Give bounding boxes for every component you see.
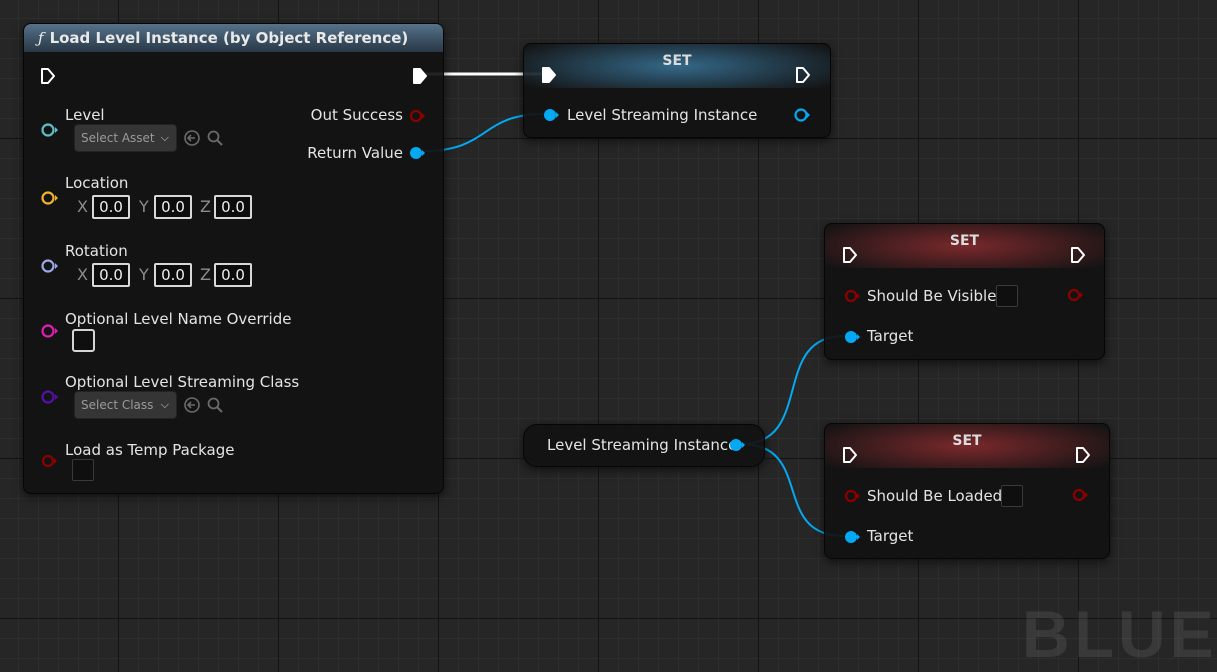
get-streaming-output-pin[interactable] bbox=[727, 435, 747, 455]
out-success-pin[interactable] bbox=[407, 106, 427, 126]
temp-package-label: Load as Temp Package bbox=[65, 441, 235, 459]
streaming-class-pin[interactable] bbox=[39, 387, 59, 407]
set-loaded-target-pin[interactable] bbox=[842, 527, 862, 547]
set-visible-header[interactable]: SET bbox=[825, 224, 1104, 268]
rotation-y-axis-label: Y bbox=[139, 265, 149, 284]
set-streaming-instance-node[interactable]: SET Level Streaming Instance bbox=[523, 43, 831, 138]
chevron-down-icon: ⌵ bbox=[160, 131, 169, 144]
should-be-loaded-checkbox[interactable] bbox=[1001, 485, 1023, 507]
location-z-axis-label: Z bbox=[200, 197, 211, 216]
level-name-override-field[interactable] bbox=[72, 329, 95, 352]
streaming-class-label: Optional Level Streaming Class bbox=[65, 373, 300, 391]
rotation-x-field[interactable]: 0.0 bbox=[92, 263, 130, 287]
set-visible-title: SET bbox=[949, 233, 980, 249]
select-asset-dropdown[interactable]: Select Asset ⌵ bbox=[74, 124, 177, 152]
set-streaming-pin-label: Level Streaming Instance bbox=[567, 106, 758, 124]
set-visible-target-pin[interactable] bbox=[842, 327, 862, 347]
set-loaded-target-label: Target bbox=[867, 527, 914, 545]
should-be-loaded-pin[interactable] bbox=[842, 486, 862, 506]
browse-class-icon[interactable] bbox=[206, 396, 224, 414]
set-loaded-node[interactable]: SET Should Be Loaded Target bbox=[824, 423, 1110, 559]
rotation-label: Rotation bbox=[65, 242, 128, 260]
set-streaming-header[interactable]: SET bbox=[524, 44, 830, 88]
return-value-label: Return Value bbox=[307, 144, 403, 162]
set-loaded-exec-in-pin[interactable] bbox=[840, 445, 860, 465]
should-be-visible-label: Should Be Visible bbox=[867, 287, 997, 305]
location-label: Location bbox=[65, 174, 129, 192]
set-streaming-input-pin[interactable] bbox=[541, 105, 561, 125]
node-title: Load Level Instance (by Object Reference… bbox=[49, 29, 409, 47]
rotation-x-axis-label: X bbox=[77, 265, 88, 284]
set-streaming-exec-in-pin[interactable] bbox=[539, 65, 559, 85]
chevron-down-icon: ⌵ bbox=[160, 398, 169, 411]
set-streaming-title: SET bbox=[662, 53, 692, 69]
location-x-axis-label: X bbox=[77, 197, 88, 216]
get-streaming-instance-node[interactable]: Level Streaming Instance bbox=[523, 424, 765, 467]
set-loaded-exec-out-pin[interactable] bbox=[1073, 445, 1093, 465]
level-name-override-label: Optional Level Name Override bbox=[65, 310, 292, 328]
location-pin[interactable] bbox=[39, 188, 59, 208]
rotation-pin[interactable] bbox=[39, 256, 59, 276]
function-icon: ƒ bbox=[38, 29, 44, 47]
select-asset-text: Select Asset bbox=[81, 131, 155, 145]
set-visible-node[interactable]: SET Should Be Visible Target bbox=[824, 223, 1105, 360]
exec-in-pin[interactable] bbox=[38, 66, 58, 86]
location-z-field[interactable]: 0.0 bbox=[214, 195, 252, 219]
rotation-z-axis-label: Z bbox=[200, 265, 211, 284]
set-loaded-output-pin[interactable] bbox=[1070, 485, 1090, 505]
rotation-y-field[interactable]: 0.0 bbox=[154, 263, 192, 287]
location-y-field[interactable]: 0.0 bbox=[154, 195, 192, 219]
level-name-override-pin[interactable] bbox=[39, 321, 59, 341]
use-selected-class-icon[interactable] bbox=[183, 396, 201, 414]
location-y-axis-label: Y bbox=[139, 197, 149, 216]
set-visible-output-pin[interactable] bbox=[1065, 285, 1085, 305]
set-streaming-output-pin[interactable] bbox=[792, 105, 812, 125]
set-visible-exec-out-pin[interactable] bbox=[1068, 245, 1088, 265]
set-visible-target-label: Target bbox=[867, 327, 914, 345]
level-pin[interactable] bbox=[39, 120, 59, 140]
location-x-field[interactable]: 0.0 bbox=[92, 195, 130, 219]
set-visible-exec-in-pin[interactable] bbox=[840, 245, 860, 265]
blueprint-watermark: BLUEPRINT bbox=[1022, 597, 1217, 671]
use-selected-asset-icon[interactable] bbox=[183, 129, 201, 147]
temp-package-pin[interactable] bbox=[39, 451, 59, 471]
set-loaded-title: SET bbox=[952, 433, 982, 449]
rotation-z-field[interactable]: 0.0 bbox=[214, 263, 252, 287]
should-be-visible-checkbox[interactable] bbox=[996, 285, 1018, 307]
node-header[interactable]: ƒ Load Level Instance (by Object Referenc… bbox=[24, 24, 443, 52]
temp-package-checkbox[interactable] bbox=[72, 459, 94, 481]
get-streaming-label: Level Streaming Instance bbox=[547, 436, 738, 454]
browse-asset-icon[interactable] bbox=[206, 129, 224, 147]
exec-out-pin[interactable] bbox=[410, 66, 430, 86]
return-value-pin[interactable] bbox=[407, 143, 427, 163]
should-be-loaded-label: Should Be Loaded bbox=[867, 487, 1003, 505]
set-streaming-exec-out-pin[interactable] bbox=[793, 65, 813, 85]
set-loaded-header[interactable]: SET bbox=[825, 424, 1109, 468]
select-class-text: Select Class bbox=[81, 398, 154, 412]
select-class-dropdown[interactable]: Select Class ⌵ bbox=[74, 391, 177, 419]
out-success-label: Out Success bbox=[310, 106, 403, 124]
load-level-instance-node[interactable]: ƒ Load Level Instance (by Object Referenc… bbox=[23, 23, 444, 494]
level-label: Level bbox=[65, 106, 105, 124]
should-be-visible-pin[interactable] bbox=[842, 286, 862, 306]
